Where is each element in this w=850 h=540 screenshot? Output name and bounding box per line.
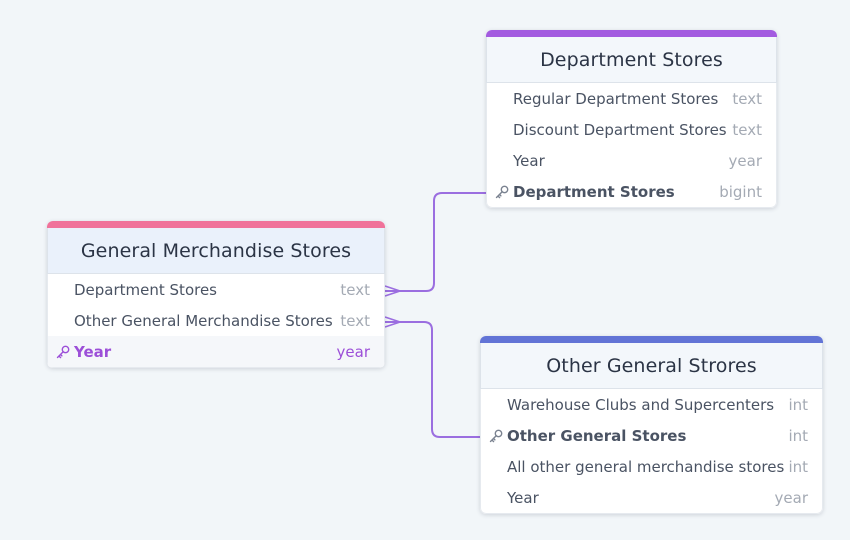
key-icon bbox=[489, 429, 503, 443]
table-accent-bar bbox=[486, 30, 777, 37]
field-name: Discount Department Stores bbox=[513, 120, 727, 139]
field-row-year[interactable]: Year year bbox=[48, 336, 384, 367]
field-type: int bbox=[788, 426, 808, 445]
field-type: int bbox=[788, 457, 808, 476]
field-row-other-general-merchandise-stores[interactable]: Other General Merchandise Stores text bbox=[48, 305, 384, 336]
field-row-year[interactable]: Year year bbox=[487, 145, 776, 176]
field-type: text bbox=[732, 120, 762, 139]
crows-foot-icon bbox=[384, 316, 403, 328]
field-row-all-other-general-merchandise[interactable]: All other general merchandise stores int bbox=[481, 451, 822, 482]
field-type: bigint bbox=[719, 182, 762, 201]
field-type: year bbox=[774, 488, 808, 507]
field-list: Warehouse Clubs and Supercenters int Oth… bbox=[480, 389, 823, 514]
field-row-warehouse-clubs[interactable]: Warehouse Clubs and Supercenters int bbox=[481, 389, 822, 420]
table-accent-bar bbox=[47, 221, 385, 228]
field-name: Year bbox=[507, 488, 539, 507]
table-title[interactable]: Other General Strores bbox=[480, 343, 823, 389]
table-accent-bar bbox=[480, 336, 823, 343]
field-name: All other general merchandise stores bbox=[507, 457, 785, 476]
field-list: Regular Department Stores text Discount … bbox=[486, 83, 777, 208]
field-list: Department Stores text Other General Mer… bbox=[47, 274, 385, 368]
field-type: year bbox=[728, 151, 762, 170]
field-name: Warehouse Clubs and Supercenters bbox=[507, 395, 775, 414]
field-name: Other General Merchandise Stores bbox=[74, 311, 333, 330]
field-type: text bbox=[340, 280, 370, 299]
table-department-stores[interactable]: Department Stores Regular Department Sto… bbox=[486, 30, 777, 208]
table-title[interactable]: Department Stores bbox=[486, 37, 777, 83]
table-general-merchandise-stores[interactable]: General Merchandise Stores Department St… bbox=[47, 221, 385, 368]
key-icon bbox=[495, 185, 509, 199]
crows-foot-icon bbox=[384, 285, 403, 297]
field-row-year[interactable]: Year year bbox=[481, 482, 822, 513]
field-type: year bbox=[336, 342, 370, 361]
field-name: Department Stores bbox=[513, 182, 675, 201]
relation-line bbox=[385, 192, 486, 292]
field-row-regular-department-stores[interactable]: Regular Department Stores text bbox=[487, 83, 776, 114]
field-row-department-stores[interactable]: Department Stores bigint bbox=[487, 176, 776, 207]
field-row-other-general-stores[interactable]: Other General Stores int bbox=[481, 420, 822, 451]
table-title[interactable]: General Merchandise Stores bbox=[47, 228, 385, 274]
relation-gms-to-ds[interactable] bbox=[384, 192, 486, 297]
table-other-general-stores[interactable]: Other General Strores Warehouse Clubs an… bbox=[480, 336, 823, 514]
relation-gms-to-ogs[interactable] bbox=[384, 316, 480, 438]
field-type: text bbox=[340, 311, 370, 330]
field-name: Regular Department Stores bbox=[513, 89, 719, 108]
field-name: Year bbox=[74, 342, 112, 361]
field-name: Other General Stores bbox=[507, 426, 687, 445]
field-row-discount-department-stores[interactable]: Discount Department Stores text bbox=[487, 114, 776, 145]
field-name: Year bbox=[513, 151, 545, 170]
relation-line bbox=[385, 321, 480, 438]
field-name: Department Stores bbox=[74, 280, 217, 299]
field-type: int bbox=[788, 395, 808, 414]
field-type: text bbox=[732, 89, 762, 108]
key-icon bbox=[56, 345, 70, 359]
field-row-department-stores[interactable]: Department Stores text bbox=[48, 274, 384, 305]
